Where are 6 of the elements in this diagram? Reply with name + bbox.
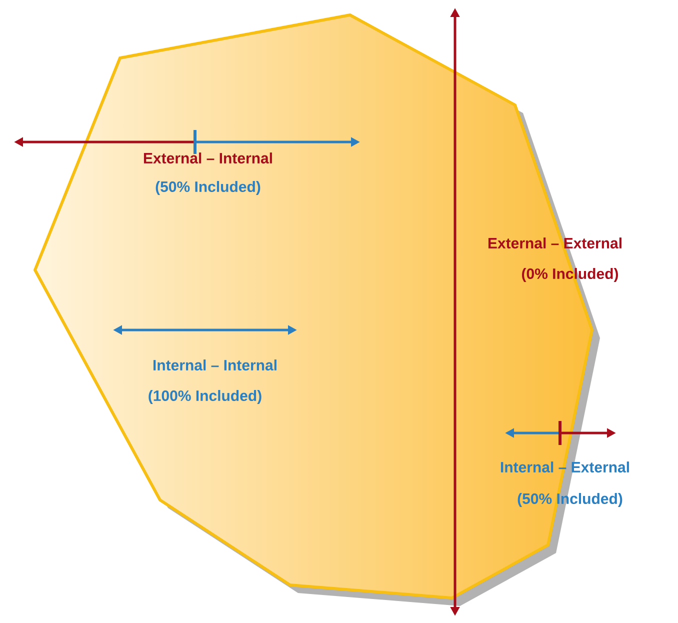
caption-text: External – Internal bbox=[144, 152, 272, 164]
caption-text: Internal – Internal bbox=[154, 359, 276, 370]
caption-text: (100% Included) bbox=[148, 390, 262, 404]
caption-text: External – External bbox=[488, 238, 622, 248]
caption-text: Internal – External bbox=[500, 461, 629, 472]
caption-text: (50% Included) bbox=[156, 181, 260, 195]
